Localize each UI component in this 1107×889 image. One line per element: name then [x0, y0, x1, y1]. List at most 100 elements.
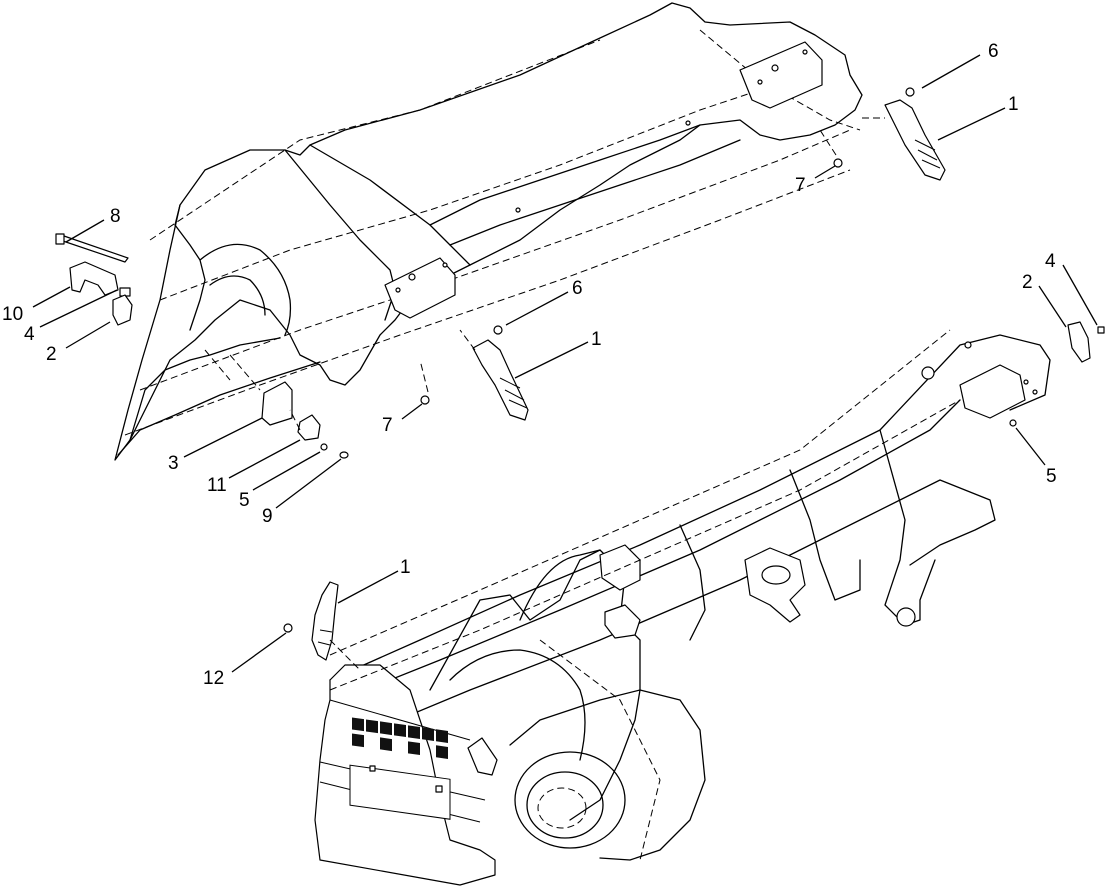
leader-line: [252, 451, 321, 491]
leader-line: [1015, 427, 1046, 466]
callout-item-7: 7: [382, 415, 393, 436]
clip-item-2: [1067, 321, 1091, 363]
callout-item-5: 5: [1046, 466, 1057, 487]
washer-item-5: [320, 443, 328, 451]
align-line: [204, 117, 885, 671]
frame-beam-mid: [339, 399, 961, 701]
cover-knob: [467, 737, 498, 776]
callout-item-8: 8: [110, 206, 121, 227]
rubber-latch-middle: [472, 339, 529, 421]
leader-line: [32, 286, 71, 308]
mount-hole: [771, 64, 779, 72]
hood-mount-plate-rear: [739, 41, 823, 109]
cover-marker: [369, 765, 376, 772]
plate-item-3: [261, 381, 293, 426]
side-cover: [509, 689, 706, 861]
hood-step-line-2: [449, 139, 741, 246]
frame-beam-low: [349, 479, 996, 741]
hood-top-ridge-2: [309, 144, 471, 266]
callout-item-2: 2: [46, 344, 57, 365]
drive-housing-handle: [519, 549, 601, 621]
leader-line: [337, 570, 399, 604]
bracket-item-10: [69, 261, 119, 296]
leader-line: [183, 417, 263, 458]
spacer-item-4: [1097, 326, 1105, 334]
callout-labels: 1 6 7 8 10 4 2 6 1 7 3 11 5 9 2 4 5 1 12: [2, 41, 1057, 689]
hood-outline: [114, 2, 863, 461]
frame-hidden-3: [539, 639, 661, 861]
callout-item-1: 1: [591, 329, 602, 350]
mount-hole: [395, 287, 401, 293]
bushing-item-11: [297, 414, 321, 441]
cover-marker: [435, 785, 443, 793]
callout-item-4: 4: [1045, 251, 1056, 272]
nut-item-7: [420, 395, 430, 405]
leader-line: [275, 458, 342, 509]
drum-hidden: [537, 787, 587, 829]
frame-assembly: [314, 329, 1051, 886]
screw-item-6: [905, 87, 915, 97]
leader-line: [921, 54, 981, 89]
leader-line: [401, 403, 423, 420]
mount-hole: [802, 49, 808, 55]
callout-item-2: 2: [1022, 272, 1033, 293]
callout-item-6: 6: [572, 278, 583, 299]
washer-item-9: [339, 451, 349, 459]
mount-hole: [442, 262, 448, 268]
frame-latch-clip: [604, 604, 641, 639]
leader-line: [937, 107, 1006, 141]
leader-line: [39, 289, 118, 328]
nut-item-7: [833, 158, 843, 168]
hood-top-ridge: [284, 149, 396, 321]
callout-leaders: [32, 54, 1098, 673]
callout-item-12: 12: [203, 668, 224, 689]
frame-hidden-2: [329, 399, 961, 691]
leader-line: [65, 219, 105, 243]
gear-housing: [744, 547, 806, 623]
hood-step-line: [429, 124, 701, 226]
hood-mount-plate-front: [384, 257, 456, 319]
frame-right-end: [879, 429, 936, 626]
leader-line: [1062, 264, 1098, 326]
screw-item-12: [283, 623, 293, 633]
frame-nut: [921, 366, 935, 380]
frame-hole: [964, 341, 972, 349]
mount-hole: [757, 79, 763, 85]
rubber-latch-lower-left: [311, 581, 339, 661]
callout-item-10: 10: [2, 304, 23, 325]
frame-rib-2: [679, 524, 706, 641]
mount-hole: [685, 120, 691, 126]
frame-pivot: [896, 607, 916, 627]
rubber-latch-top-right: [884, 99, 946, 181]
drive-housing-inner: [449, 649, 586, 761]
callout-item-11: 11: [207, 475, 227, 496]
washer-item-5: [1009, 419, 1017, 427]
mount-hole: [408, 273, 416, 281]
frame-right-plate: [959, 364, 1026, 419]
hood-arch: [199, 243, 292, 336]
bolt-item-8: [55, 233, 129, 263]
callout-item-9: 9: [262, 506, 273, 527]
hood-lower-lip: [117, 361, 321, 456]
drum-inner: [526, 771, 604, 839]
hood-arch-inner: [209, 275, 266, 316]
hood-hidden-5: [699, 29, 861, 131]
leader-line: [1038, 285, 1067, 328]
frame-hole: [1032, 389, 1038, 395]
frame-rib-1: [789, 469, 861, 601]
hardware-parts: [55, 87, 1105, 671]
rear-hood-assembly: [114, 2, 863, 461]
safety-decal: [349, 717, 451, 820]
callout-item-6: 6: [988, 41, 999, 62]
callout-item-3: 3: [168, 453, 179, 474]
callout-item-5: 5: [239, 490, 250, 511]
frame-hidden-1: [329, 329, 951, 656]
hood-inner-edge: [174, 204, 206, 331]
hood-hidden-2: [159, 79, 791, 301]
drum-outer: [514, 751, 626, 849]
leader-line: [228, 439, 301, 479]
frame-latch-bracket: [599, 544, 641, 591]
callout-item-1: 1: [1008, 94, 1019, 115]
screw-item-6: [493, 325, 503, 335]
